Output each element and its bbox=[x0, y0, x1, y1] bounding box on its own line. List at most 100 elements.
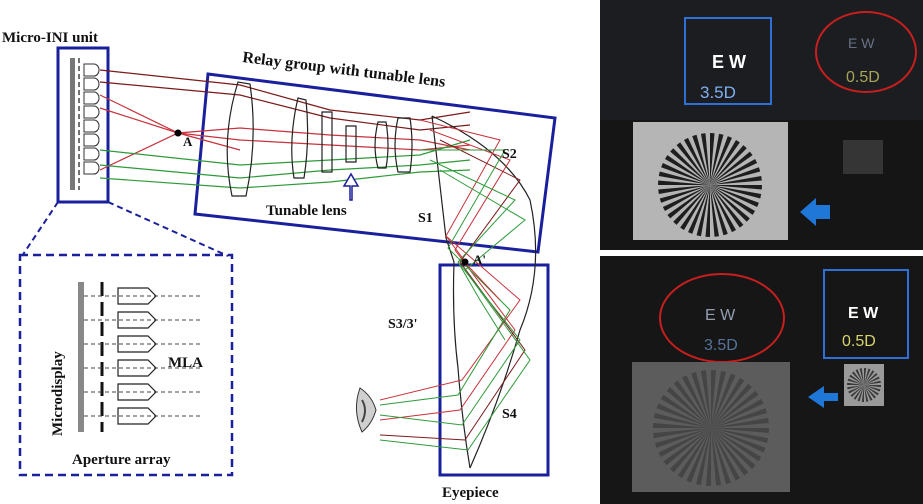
photo-top-left-chart-box bbox=[684, 17, 772, 105]
star-spoke bbox=[691, 371, 711, 428]
star-spoke bbox=[864, 385, 881, 392]
star-spoke bbox=[711, 377, 745, 428]
eye-icon bbox=[356, 387, 377, 433]
photo-bottom-left-chart: E W bbox=[705, 307, 736, 324]
star-spoke bbox=[850, 385, 864, 398]
photo-top-siemens-star bbox=[658, 133, 762, 237]
star-spoke bbox=[711, 428, 731, 485]
star-spoke bbox=[847, 378, 864, 385]
inset-connector-right bbox=[107, 201, 229, 257]
star-spoke bbox=[710, 133, 724, 185]
star-spoke bbox=[658, 171, 710, 185]
star-spoke bbox=[710, 136, 732, 185]
point-a-prime-marker bbox=[461, 258, 469, 266]
star-spoke bbox=[692, 134, 710, 185]
star-spoke bbox=[864, 380, 881, 385]
eyepiece-label: Eyepiece bbox=[442, 485, 499, 501]
star-spoke bbox=[864, 372, 878, 385]
star-spoke bbox=[864, 368, 867, 385]
relay-group-label: Relay group with tunable lens bbox=[242, 49, 447, 91]
photo-bottom-small-star bbox=[847, 368, 881, 402]
star-spoke bbox=[864, 385, 869, 402]
photo-top-highlight-ellipse bbox=[815, 11, 917, 93]
star-spoke bbox=[656, 403, 711, 428]
point-a-prime-label: A' bbox=[473, 252, 486, 267]
rays-prism bbox=[379, 119, 531, 451]
star-spoke bbox=[653, 412, 711, 428]
star-spoke bbox=[847, 382, 864, 385]
rays-input bbox=[99, 69, 471, 189]
star-spoke bbox=[853, 385, 864, 400]
star-spoke bbox=[710, 185, 720, 237]
star-spoke bbox=[864, 385, 881, 388]
photo-bottom: E W 3.5D E W 0.5D bbox=[600, 256, 923, 504]
star-spoke bbox=[695, 428, 711, 486]
star-spoke bbox=[653, 428, 711, 439]
star-spoke bbox=[661, 163, 710, 185]
star-spoke bbox=[676, 142, 710, 185]
star-spoke bbox=[849, 374, 864, 385]
inset-connector-left bbox=[21, 201, 59, 257]
star-spoke bbox=[658, 185, 710, 195]
star-spoke bbox=[711, 417, 769, 428]
tunable-lens-label: Tunable lens bbox=[266, 203, 347, 219]
star-spoke bbox=[666, 386, 711, 428]
micro-ini-unit-box bbox=[56, 46, 110, 204]
star-spoke bbox=[710, 185, 756, 215]
photo-bottom-left-focus-label: 3.5D bbox=[704, 337, 738, 354]
photo-top-small-target bbox=[843, 140, 883, 174]
star-spoke bbox=[705, 185, 710, 237]
star-spoke bbox=[705, 428, 711, 486]
point-a-label: A bbox=[183, 134, 193, 149]
photo-top-left-chart: E W bbox=[712, 52, 746, 72]
star-spoke bbox=[662, 185, 710, 211]
star-spoke bbox=[711, 370, 727, 428]
star-spoke bbox=[864, 376, 880, 385]
star-spoke bbox=[859, 368, 864, 385]
photo-bottom-arrow bbox=[808, 386, 838, 408]
star-spoke bbox=[711, 390, 759, 428]
s4-label: S4 bbox=[502, 407, 517, 422]
star-spoke bbox=[670, 148, 710, 185]
point-a-marker bbox=[174, 129, 182, 137]
star-spoke bbox=[688, 185, 710, 234]
photo-top: E W 3.5D E W 0.5D bbox=[600, 0, 923, 250]
star-spoke bbox=[864, 370, 875, 385]
star-spoke bbox=[710, 159, 758, 185]
star-spoke bbox=[659, 185, 710, 203]
photo-top-arrow bbox=[800, 198, 830, 226]
optical-layout: Micro-INI unit Relay group with tunable … bbox=[2, 30, 557, 501]
star-spoke bbox=[664, 155, 710, 185]
star-spoke bbox=[700, 133, 710, 185]
photo-bottom-siemens-star bbox=[653, 370, 769, 486]
star-spoke bbox=[710, 151, 753, 185]
photo-bottom-star-target bbox=[632, 362, 790, 492]
star-spoke bbox=[855, 369, 864, 385]
star-spoke bbox=[710, 185, 736, 233]
star-spoke bbox=[669, 428, 711, 473]
star-spoke bbox=[710, 185, 750, 222]
photo-bottom-right-focus-label: 0.5D bbox=[842, 333, 876, 350]
micro-ini-display bbox=[70, 58, 75, 190]
star-spoke bbox=[711, 428, 756, 470]
star-spoke bbox=[711, 428, 740, 481]
inset-box bbox=[18, 253, 234, 477]
star-spoke bbox=[710, 185, 728, 236]
star-spoke bbox=[686, 428, 711, 483]
star-spoke bbox=[711, 399, 764, 428]
star-spoke bbox=[660, 394, 711, 428]
star-spoke bbox=[864, 385, 873, 401]
star-spoke bbox=[667, 185, 710, 219]
star-spoke bbox=[684, 137, 710, 185]
star-spoke bbox=[710, 175, 762, 185]
s1-label: S1 bbox=[418, 211, 433, 226]
star-spoke bbox=[857, 385, 864, 402]
star-spoke bbox=[864, 385, 877, 399]
star-spoke bbox=[711, 428, 749, 476]
star-spoke bbox=[861, 385, 864, 402]
star-spoke bbox=[710, 139, 740, 185]
star-spoke bbox=[673, 185, 710, 225]
star-spoke bbox=[710, 185, 759, 207]
star-spoke bbox=[653, 422, 711, 428]
